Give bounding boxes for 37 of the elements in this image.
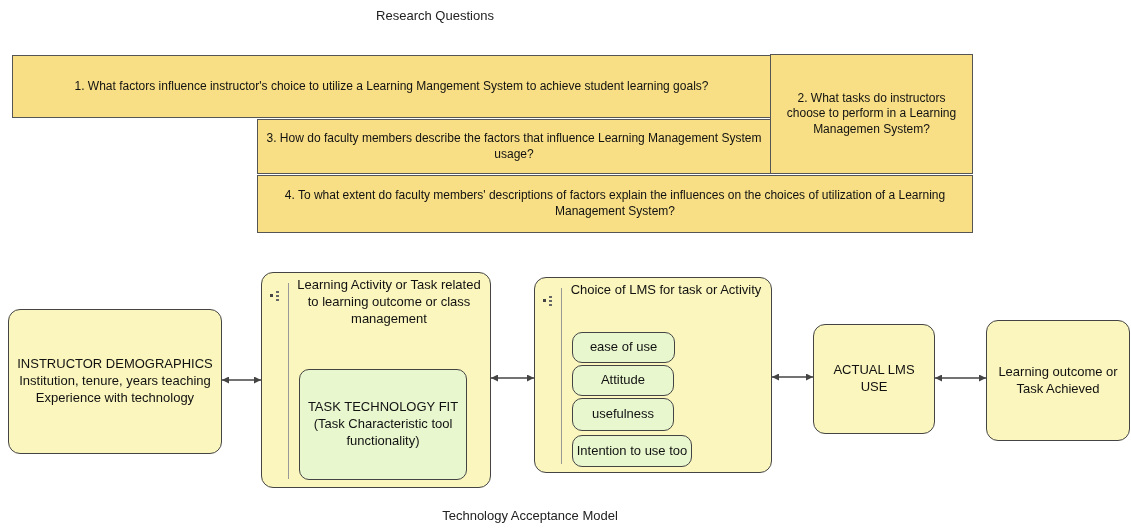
factor-box — [572, 365, 674, 396]
process-box — [8, 309, 222, 454]
node-text: (Task Characteristic tool functionality) — [312, 416, 454, 450]
factor-box — [572, 435, 692, 467]
arrow — [490, 374, 535, 382]
node-text: Learning Activity or Task related to learning outcome or class management — [296, 277, 482, 328]
node-text: Experience with technology — [35, 389, 195, 407]
node-text: Institution, tenure, years teaching — [19, 373, 211, 390]
node-text: ACTUAL LMS USE — [832, 362, 916, 396]
arrow — [771, 373, 814, 381]
process-box — [986, 320, 1130, 441]
node-text: Intention to use too — [576, 442, 688, 460]
node-text: INSTRUCTOR DEMOGRAPHICS — [17, 356, 213, 374]
group-box — [534, 277, 772, 473]
node-text: Choice of LMS for task or Activity — [570, 282, 762, 299]
process-box — [299, 369, 467, 480]
question-box — [12, 55, 771, 118]
node-text: usefulness — [591, 406, 655, 423]
node-text: ease of use — [589, 339, 658, 356]
question-box — [257, 175, 973, 233]
arrow — [934, 374, 987, 382]
factor-box — [572, 398, 674, 431]
group-box — [261, 272, 491, 488]
process-box — [813, 324, 935, 434]
node-text: Learning outcome or Task Achieved — [997, 363, 1119, 398]
diagram-caption: Technology Acceptance Model — [441, 508, 619, 523]
factor-box — [572, 332, 675, 363]
node-text: 2. What tasks do instructors choose to perform in a Learning Managemen System? — [785, 90, 958, 138]
node-text: 1. What factors influence instructor's choice to utilize a Learning Mangement System to achieve student learning goals? — [74, 78, 709, 95]
node-text: Attitude — [600, 372, 646, 389]
diagram-title: Research Questions — [375, 8, 495, 23]
question-box — [257, 119, 771, 174]
node-text: 3. How do faculty members describe the factors that influence Learning Management System usage? — [265, 130, 763, 163]
arrow — [221, 376, 262, 384]
node-text: TASK TECHNOLOGY FIT — [307, 399, 459, 417]
node-text: 4. To what extent do faculty members' descriptions of factors explain the influences on the choices of utilization of a Learning Management System? — [283, 188, 947, 220]
question-box — [770, 54, 973, 174]
